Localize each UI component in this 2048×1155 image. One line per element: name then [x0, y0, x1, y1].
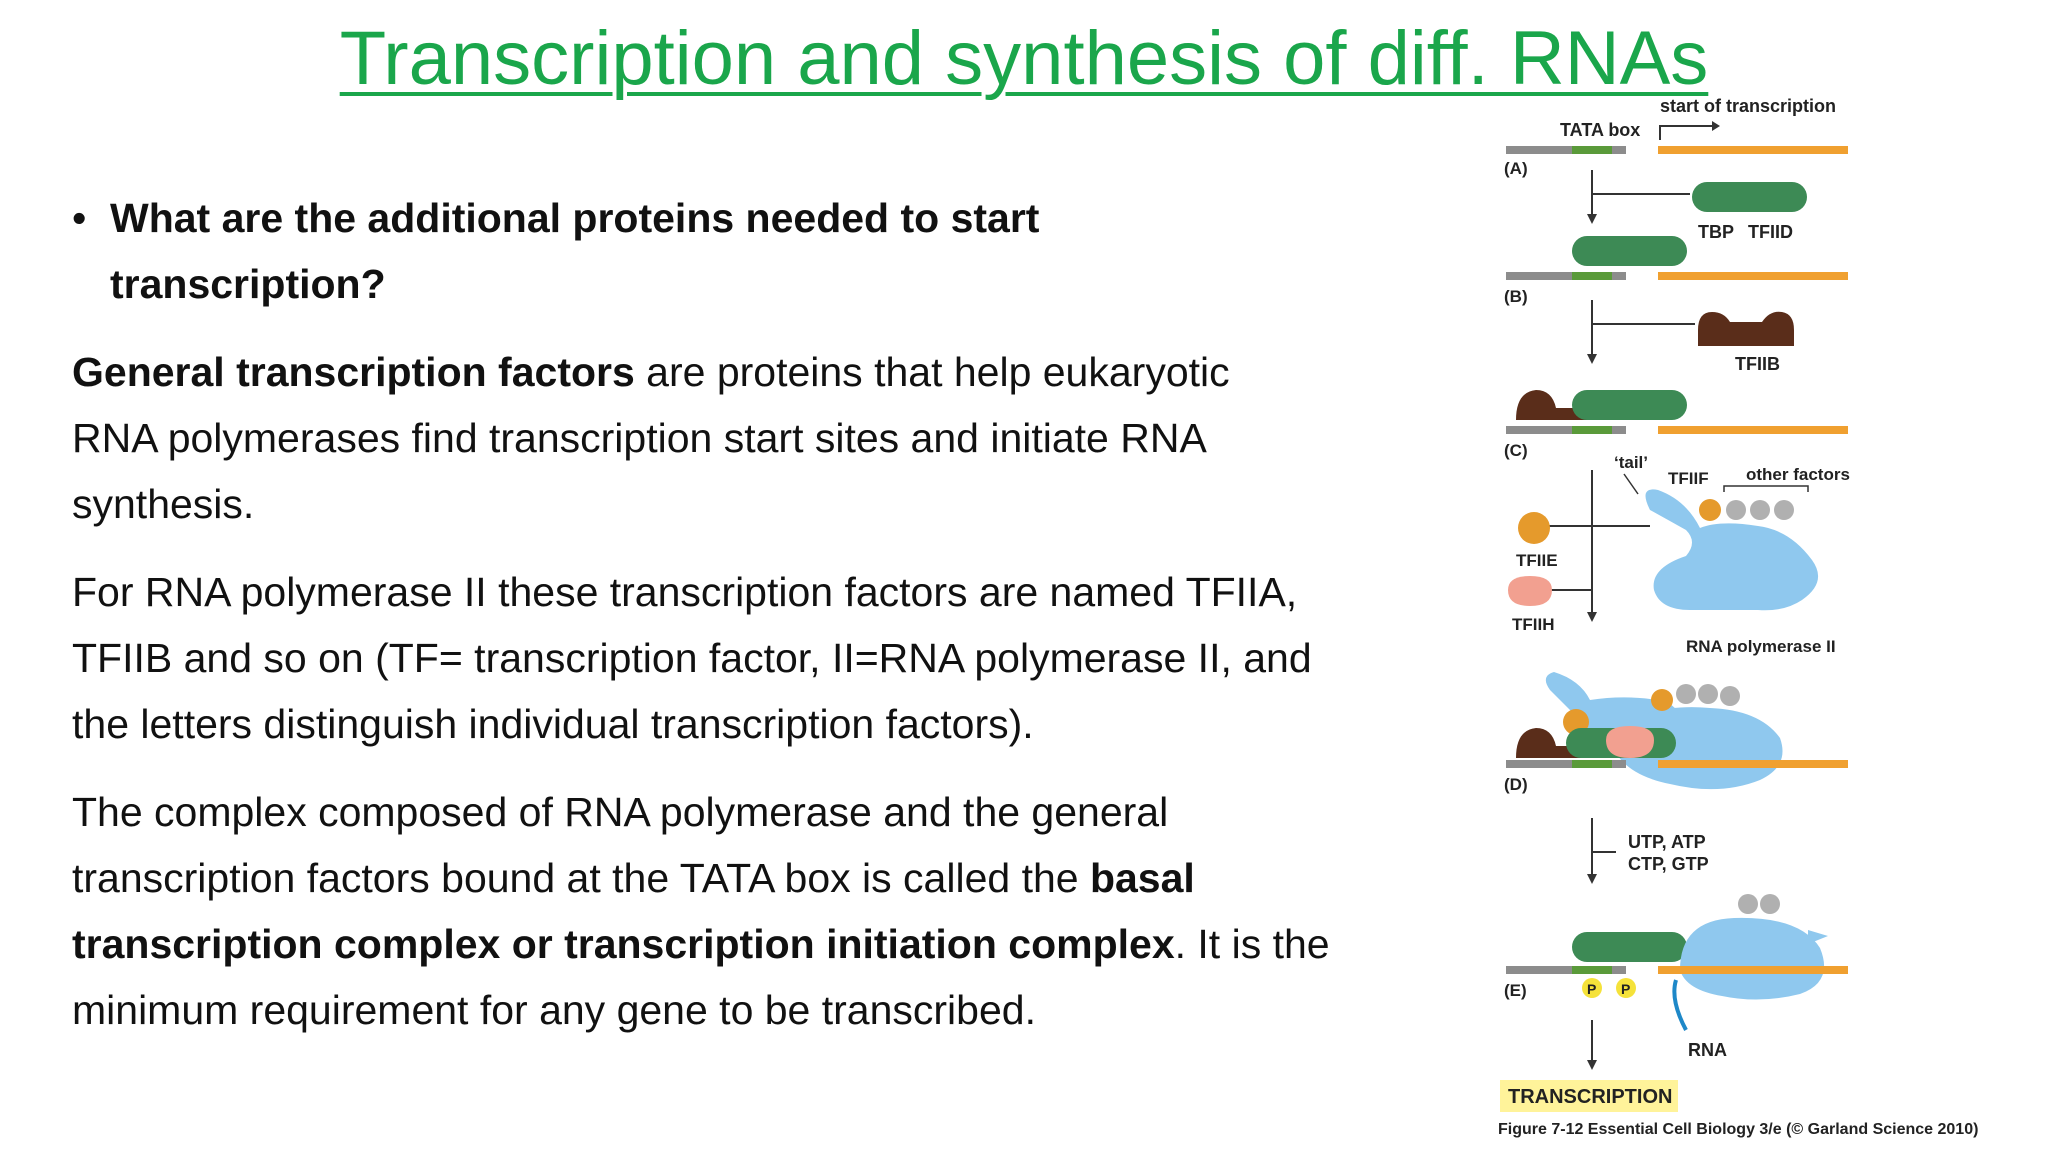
tfiid-bound-e	[1572, 932, 1687, 962]
figure-caption: Figure 7-12 Essential Cell Biology 3/e (…	[1498, 1121, 1978, 1138]
transcription-diagram: start of transcription TATA box (A) TBP …	[1498, 96, 1978, 1138]
tfiid-bound-b	[1572, 236, 1687, 266]
start-arrow-head	[1712, 121, 1720, 131]
label-tfiie: TFIIE	[1516, 551, 1558, 570]
tfiih-bound-d	[1606, 726, 1654, 758]
tfiid-protein	[1692, 182, 1807, 212]
label-rna-polymerase-ii: RNA polymerase II	[1686, 637, 1836, 656]
term-basal-complex: basal transcription complex or transcrip…	[72, 855, 1195, 967]
label-stage-e: (E)	[1504, 981, 1527, 1000]
label-stage-a: (A)	[1504, 159, 1528, 178]
other-factor-d-3	[1720, 686, 1740, 706]
dna-gray-c	[1506, 426, 1626, 434]
label-tfiid: TFIID	[1748, 222, 1793, 242]
released-factor-2	[1760, 894, 1780, 914]
tata-segment-a	[1572, 146, 1612, 154]
dna-gray-b	[1506, 272, 1626, 280]
label-transcription: TRANSCRIPTION	[1508, 1086, 1672, 1108]
other-factor-d-2	[1698, 684, 1718, 704]
paragraph-general-factors: General transcription factors are protei…	[72, 339, 1312, 537]
bullet-text: What are the additional proteins needed …	[110, 195, 1040, 307]
other-factor-2	[1750, 500, 1770, 520]
tfiie-protein	[1518, 512, 1550, 544]
other-factor-3	[1774, 500, 1794, 520]
dna-orange-b	[1658, 272, 1848, 280]
arrow-b-c-head	[1587, 354, 1597, 364]
phosphate-1	[1582, 978, 1602, 998]
arrow-d-e-head	[1587, 874, 1597, 884]
paragraph-general-factors-text: are proteins that help eukaryotic RNA po…	[72, 349, 1230, 527]
label-other-factors: other factors	[1746, 465, 1850, 484]
tfiih-protein	[1508, 576, 1552, 606]
tata-segment-b	[1572, 272, 1612, 280]
slide-body: • What are the additional proteins neede…	[72, 185, 1372, 1065]
label-start-of-transcription: start of transcription	[1660, 96, 1836, 116]
dna-orange-e	[1658, 966, 1848, 974]
paragraph-rna-pol-ii: For RNA polymerase II these transcriptio…	[72, 569, 1312, 747]
phosphate-2	[1616, 978, 1636, 998]
dna-gray-e	[1506, 966, 1626, 974]
label-tata-box: TATA box	[1560, 120, 1640, 140]
transcription-highlight	[1500, 1080, 1678, 1112]
dna-orange-d	[1658, 760, 1848, 768]
paragraph-basal-pre: The complex composed of RNA polymerase a…	[72, 789, 1169, 901]
label-phosphate-2: P	[1621, 981, 1630, 997]
tata-segment-e	[1572, 966, 1612, 974]
bullet-dot: •	[72, 195, 87, 241]
dna-gray-a	[1506, 146, 1626, 154]
tfiid-bound-c	[1572, 390, 1687, 420]
label-utp-atp: UTP, ATP	[1628, 832, 1706, 852]
tata-segment-c	[1572, 426, 1612, 434]
other-factor-d-1	[1676, 684, 1696, 704]
rna-strand	[1672, 979, 1688, 1031]
label-stage-d: (D)	[1504, 775, 1528, 794]
label-rna: RNA	[1688, 1040, 1727, 1060]
dna-orange-c	[1658, 426, 1848, 434]
tfiif-bound-d	[1651, 689, 1673, 711]
dna-gray-d	[1506, 760, 1626, 768]
released-factor-1	[1738, 894, 1758, 914]
label-stage-b: (B)	[1504, 287, 1528, 306]
rna-pol-ii-elongating	[1680, 917, 1825, 1000]
rna-pol-ii	[1645, 489, 1819, 611]
arrow-c-d-head	[1587, 612, 1597, 622]
direction-arrow	[1808, 930, 1828, 944]
label-tbp: TBP	[1698, 222, 1734, 242]
paragraph-basal-complex: The complex composed of RNA polymerase a…	[72, 779, 1332, 1043]
bullet-question: • What are the additional proteins neede…	[72, 185, 1372, 317]
transcription-figure: start of transcription TATA box (A) TBP …	[1490, 90, 2038, 1150]
label-ctp-gtp: CTP, GTP	[1628, 854, 1709, 874]
label-phosphate-1: P	[1587, 981, 1596, 997]
label-tfiih: TFIIH	[1512, 615, 1555, 634]
dna-orange-a	[1658, 146, 1848, 154]
label-stage-c: (C)	[1504, 441, 1528, 460]
slide-title: Transcription and synthesis of diff. RNA…	[339, 16, 1709, 101]
label-tail: ‘tail’	[1614, 453, 1648, 472]
label-tfiif: TFIIF	[1668, 469, 1709, 488]
rna-pol-ii-body-d	[1610, 707, 1783, 790]
tail-pointer	[1623, 473, 1639, 495]
start-arrow	[1659, 125, 1712, 140]
arrow-e-transcription-head	[1587, 1060, 1597, 1070]
other-factor-1	[1726, 500, 1746, 520]
tata-segment-d	[1572, 760, 1612, 768]
other-factors-bracket	[1723, 485, 1809, 492]
term-general-factors: General transcription factors	[72, 349, 635, 395]
tfiib-protein	[1698, 311, 1794, 346]
arrow-a-b-head	[1587, 214, 1597, 224]
paragraph-basal-post: . It is the minimum requirement for any …	[72, 921, 1330, 1033]
label-tfiib: TFIIB	[1735, 354, 1780, 374]
tfiif-protein	[1699, 499, 1721, 521]
